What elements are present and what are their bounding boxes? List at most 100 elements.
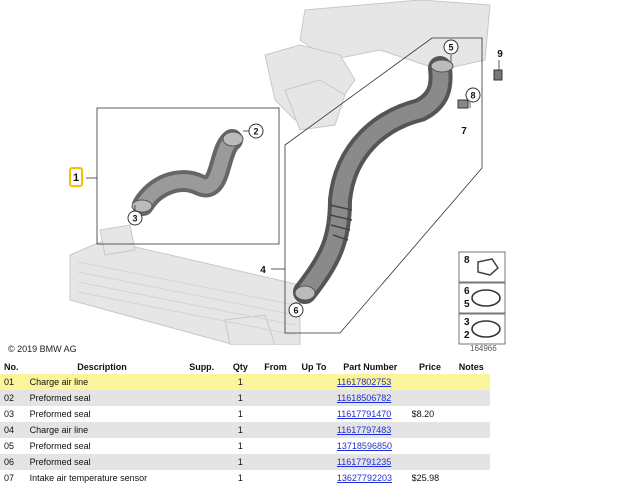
engine-background-illustration bbox=[69, 0, 491, 346]
cell-description: Preformed seal bbox=[25, 390, 179, 406]
cell-part-number: 11617797483 bbox=[332, 422, 408, 438]
cell-notes bbox=[452, 438, 490, 454]
cell-from bbox=[255, 390, 295, 406]
header-description: Description bbox=[77, 361, 127, 372]
header-qty: Qty bbox=[232, 361, 248, 372]
cell-description: Charge air line bbox=[25, 422, 179, 438]
callout-8[interactable]: 8 bbox=[465, 87, 481, 103]
seal-legend: 8 6 5 3 2 bbox=[458, 251, 506, 345]
svg-text:9: 9 bbox=[497, 49, 503, 60]
callout-7[interactable]: 7 bbox=[461, 126, 467, 137]
part-number-link[interactable]: 11617791235 bbox=[336, 457, 392, 467]
svg-text:7: 7 bbox=[461, 126, 467, 137]
cell-no: 07 bbox=[0, 470, 26, 486]
cell-description: Preformed seal bbox=[25, 454, 179, 470]
cell-supp bbox=[178, 390, 225, 406]
cell-qty: 1 bbox=[224, 390, 256, 406]
cell-no: 04 bbox=[0, 422, 26, 438]
cell-from bbox=[255, 454, 295, 470]
svg-text:3: 3 bbox=[132, 214, 137, 224]
part-number-link[interactable]: 11617797483 bbox=[336, 425, 392, 435]
cell-from bbox=[255, 470, 295, 486]
callout-5[interactable]: 5 bbox=[443, 39, 459, 55]
cell-no: 03 bbox=[0, 406, 26, 422]
cell-from bbox=[255, 438, 295, 454]
table-row[interactable]: 02 Preformed seal 1 11618506782 bbox=[0, 390, 490, 406]
cell-from bbox=[255, 406, 295, 422]
callout-1[interactable]: 1 bbox=[69, 167, 83, 187]
svg-text:1: 1 bbox=[73, 172, 79, 184]
cell-price: $8.20 bbox=[407, 406, 453, 422]
svg-text:2: 2 bbox=[253, 127, 258, 137]
cell-price bbox=[407, 454, 453, 470]
table-row[interactable]: 03 Preformed seal 1 11617791470 $8.20 bbox=[0, 406, 490, 422]
callout-9[interactable]: 9 bbox=[497, 49, 503, 60]
svg-text:6: 6 bbox=[293, 306, 298, 316]
cell-supp bbox=[178, 422, 225, 438]
part-number-link[interactable]: 11617802753 bbox=[336, 377, 392, 387]
svg-text:4: 4 bbox=[260, 265, 266, 276]
legend-callout-2[interactable]: 2 bbox=[464, 330, 470, 341]
cell-part-number: 13718596850 bbox=[332, 438, 408, 454]
callout-2[interactable]: 2 bbox=[248, 123, 264, 139]
cell-description: Charge air line bbox=[25, 374, 179, 390]
table-header-row: No. Description Supp. Qty From Up To Par… bbox=[0, 359, 490, 374]
diagram-number: 164966 bbox=[470, 344, 497, 353]
cell-up-to bbox=[294, 374, 333, 390]
parts-diagram: 1 2 3 4 5 6 7 bbox=[69, 0, 506, 346]
table-row[interactable]: 07 Intake air temperature sensor 1 13627… bbox=[0, 470, 490, 486]
part-number-link[interactable]: 11617791470 bbox=[336, 409, 392, 419]
cell-part-number: 11617802753 bbox=[332, 374, 408, 390]
group-4-frame bbox=[284, 37, 483, 334]
cell-part-number: 13627792203 bbox=[332, 470, 408, 486]
parts-table: No. Description Supp. Qty From Up To Par… bbox=[0, 359, 490, 486]
cell-description: Intake air temperature sensor bbox=[25, 470, 179, 486]
callout-4[interactable]: 4 bbox=[260, 265, 266, 276]
cell-qty: 1 bbox=[224, 374, 256, 390]
cell-part-number: 11617791235 bbox=[332, 454, 408, 470]
cell-price bbox=[407, 422, 453, 438]
cell-supp bbox=[178, 406, 225, 422]
callout-3[interactable]: 3 bbox=[127, 210, 143, 226]
cell-price bbox=[407, 374, 453, 390]
cell-no: 06 bbox=[0, 454, 26, 470]
cell-qty: 1 bbox=[224, 438, 256, 454]
cell-from bbox=[255, 422, 295, 438]
part-number-link[interactable]: 11618506782 bbox=[336, 393, 392, 403]
cell-up-to bbox=[294, 470, 333, 486]
cell-supp bbox=[178, 374, 225, 390]
svg-text:8: 8 bbox=[470, 91, 475, 101]
cell-description: Preformed seal bbox=[25, 438, 179, 454]
cell-up-to bbox=[294, 454, 333, 470]
callout-6[interactable]: 6 bbox=[288, 302, 304, 318]
cell-qty: 1 bbox=[224, 454, 256, 470]
cell-price bbox=[407, 438, 453, 454]
group-1-frame bbox=[96, 107, 280, 245]
table-row[interactable]: 01 Charge air line 1 11617802753 bbox=[0, 374, 490, 390]
legend-callout-6[interactable]: 6 bbox=[464, 286, 470, 297]
cell-supp bbox=[178, 470, 225, 486]
header-price: Price bbox=[419, 361, 442, 372]
legend-callout-8[interactable]: 8 bbox=[464, 255, 470, 266]
legend-callout-5[interactable]: 5 bbox=[464, 299, 470, 310]
table-row[interactable]: 06 Preformed seal 1 11617791235 bbox=[0, 454, 490, 470]
cell-notes bbox=[452, 470, 490, 486]
cell-from bbox=[255, 374, 295, 390]
legend-callout-3[interactable]: 3 bbox=[464, 317, 470, 328]
header-notes: Notes bbox=[458, 361, 484, 372]
part-number-link[interactable]: 13718596850 bbox=[336, 441, 392, 451]
header-supp: Supp. bbox=[189, 361, 215, 372]
header-up-to: Up To bbox=[301, 361, 327, 372]
cell-part-number: 11617791470 bbox=[332, 406, 408, 422]
table-row[interactable]: 04 Charge air line 1 11617797483 bbox=[0, 422, 490, 438]
cell-qty: 1 bbox=[224, 406, 256, 422]
part-number-link[interactable]: 13627792203 bbox=[336, 473, 392, 483]
cell-up-to bbox=[294, 406, 333, 422]
header-from: From bbox=[264, 361, 287, 372]
cell-notes bbox=[452, 390, 490, 406]
cell-supp bbox=[178, 454, 225, 470]
charge-air-line-1-illustration bbox=[131, 129, 244, 216]
table-row[interactable]: 05 Preformed seal 1 13718596850 bbox=[0, 438, 490, 454]
cell-price: $25.98 bbox=[407, 470, 453, 486]
cell-qty: 1 bbox=[224, 470, 256, 486]
